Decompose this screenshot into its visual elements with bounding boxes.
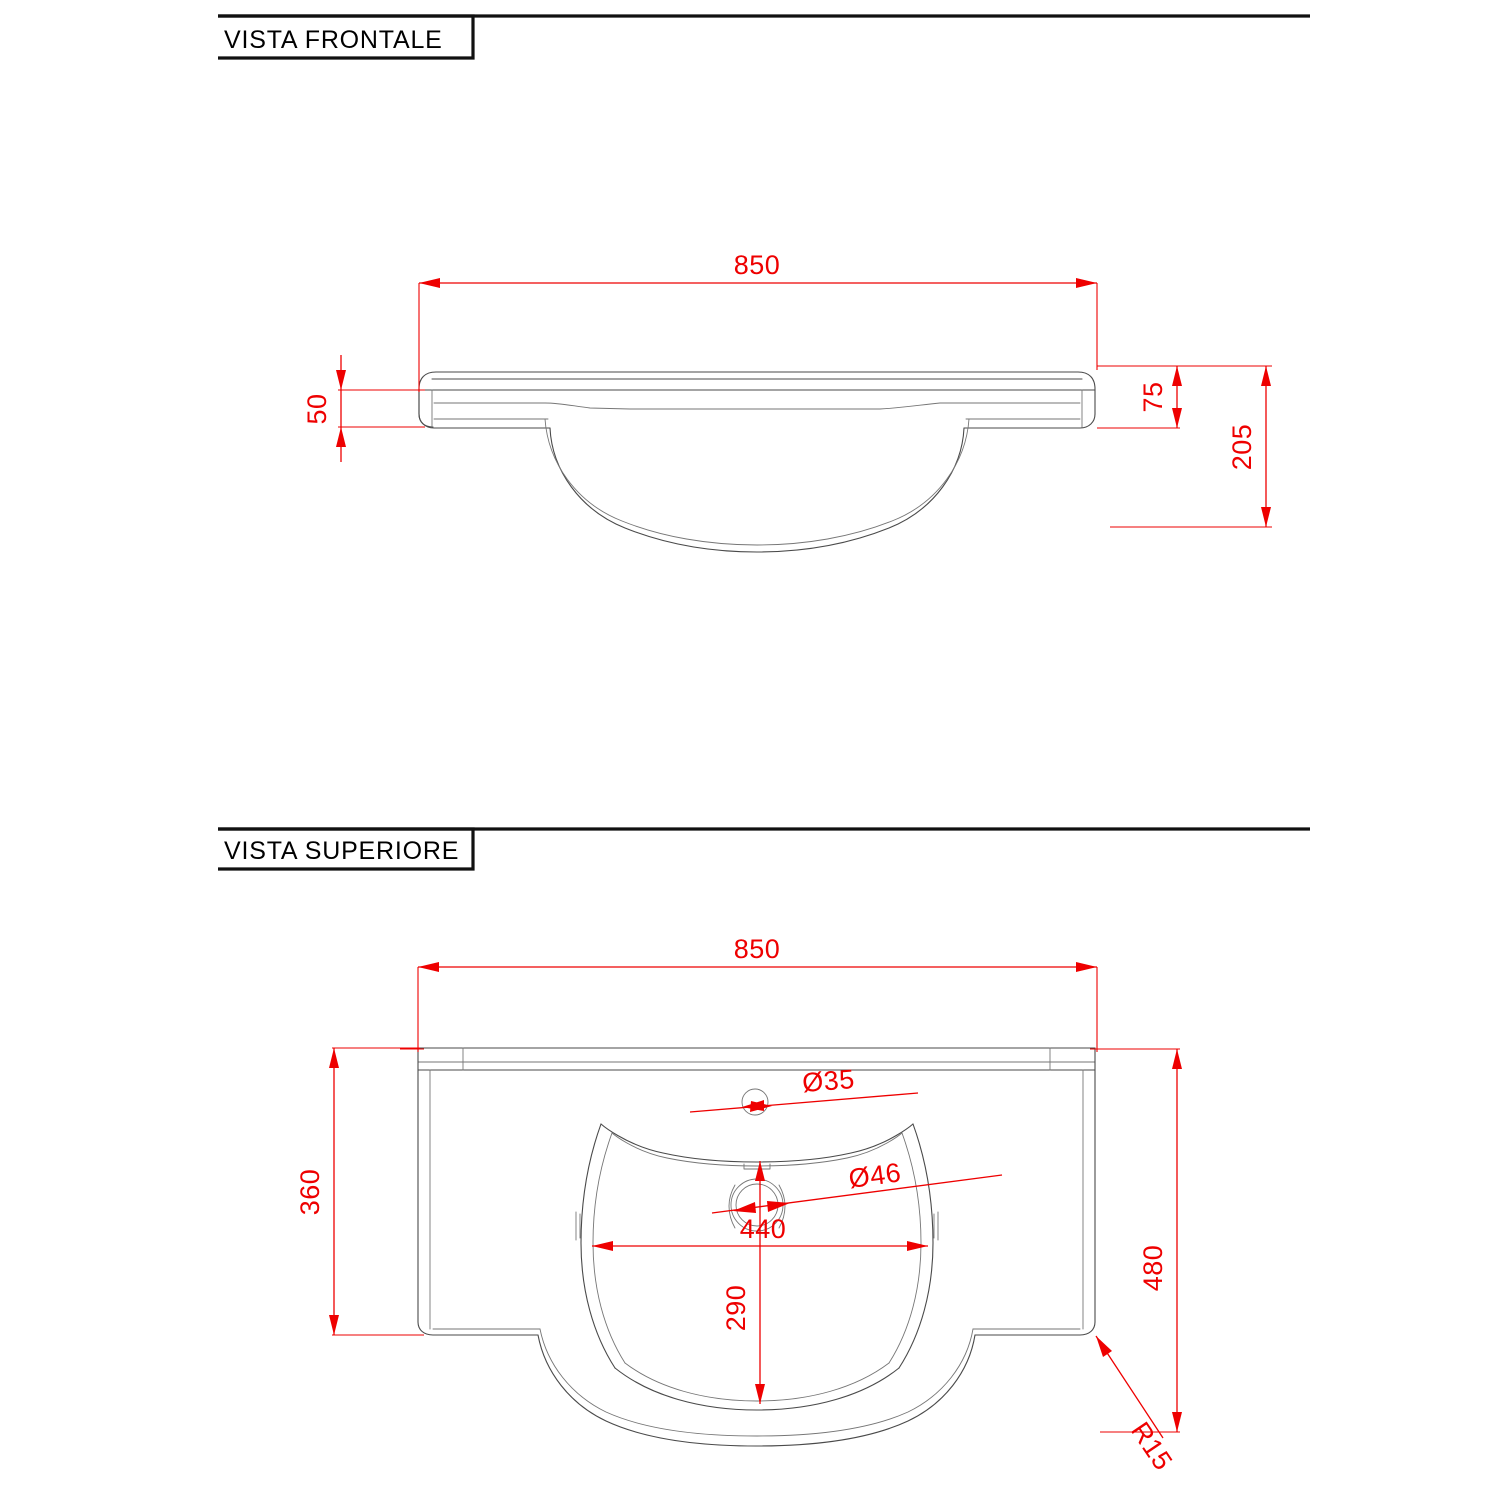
front-detail-line-right-b: [879, 402, 965, 410]
top-view-title: VISTA SUPERIORE: [224, 835, 469, 867]
bowl-rim-back-outer: [600, 1123, 914, 1163]
dim-480-arrow-bottom: [1172, 1412, 1182, 1432]
bowl-front-arc-outer: [614, 1367, 900, 1411]
drain-hole-detail-right: [778, 1184, 786, 1229]
drain-hole-detail-left: [728, 1184, 736, 1229]
dim-850-front-arrow-right: [1076, 278, 1097, 288]
front-bowl-outer-curve: [549, 427, 965, 553]
dim-r15-text: R15: [1125, 1417, 1178, 1476]
front-view-geometry: [418, 371, 1096, 553]
top-right-edge: [1079, 1047, 1096, 1336]
front-header-box: [218, 14, 475, 60]
dim-50-arrow-top: [336, 370, 346, 390]
front-view-title: VISTA FRONTALE: [224, 24, 469, 56]
dim-850-top-text: 850: [734, 934, 781, 964]
bowl-side-right-inner: [888, 1132, 922, 1364]
dim-850-top-arrow-right: [1076, 962, 1097, 972]
dim-480-text: 480: [1138, 1245, 1168, 1292]
dim-360-arrow-bottom: [329, 1315, 339, 1335]
tap-hole-circle: [741, 1088, 769, 1116]
dim-205-arrow-bottom: [1261, 507, 1271, 527]
overflow-notch-center: [743, 1163, 771, 1170]
dim-r15-arrow: [1096, 1336, 1112, 1357]
front-view-header: [218, 14, 1310, 60]
dim-75-arrow-top: [1172, 366, 1182, 386]
bowl-side-left-outer: [580, 1123, 616, 1369]
dim-50-text: 50: [302, 393, 332, 424]
dim-480-arrow-top: [1172, 1049, 1182, 1069]
dim-290-arrow-bottom: [755, 1384, 765, 1404]
dim-205-arrow-top: [1261, 366, 1271, 386]
dim-d46-arrow-left: [733, 1202, 756, 1213]
front-top-left-round: [418, 371, 437, 398]
dim-d35-leader-line: [689, 1092, 919, 1113]
top-view-header: [218, 827, 1310, 871]
dim-440-text: 440: [740, 1214, 787, 1244]
dim-75-arrow-bottom: [1172, 408, 1182, 428]
dim-290-text: 290: [721, 1285, 751, 1332]
bowl-rim-back-inner: [611, 1132, 903, 1167]
front-view-title-text: VISTA FRONTALE: [224, 25, 443, 54]
top-front-bulge-inner: [539, 1328, 974, 1437]
dim-360-arrow-top: [329, 1048, 339, 1068]
dim-850-front-text: 850: [734, 250, 781, 280]
top-header-box: [218, 827, 475, 871]
dim-850-top-arrow-left: [418, 962, 439, 972]
dim-d46-text: Ø46: [847, 1157, 903, 1194]
top-view-title-text: VISTA SUPERIORE: [224, 836, 460, 865]
front-detail-line-left-b: [544, 402, 631, 410]
top-front-bulge-outer: [537, 1334, 976, 1447]
dim-440-arrow-left: [592, 1241, 613, 1251]
front-left-bottom-round: [418, 413, 551, 429]
bowl-front-arc-inner: [624, 1362, 890, 1402]
dim-440-arrow-right: [907, 1241, 928, 1251]
top-view-dimensions: 850 360 480 440 29: [295, 934, 1182, 1476]
bowl-side-left-inner: [592, 1132, 626, 1364]
dim-d35-arrow-right: [750, 1101, 772, 1112]
dim-d35-text: Ø35: [801, 1064, 856, 1098]
bowl-side-right-outer: [898, 1123, 934, 1369]
dim-850-front-arrow-left: [419, 278, 440, 288]
dim-d46-leader-line: [711, 1174, 1003, 1214]
front-top-right-round: [1077, 371, 1096, 398]
dim-290-arrow-top: [755, 1161, 765, 1181]
dim-50-arrow-bottom: [336, 427, 346, 447]
dim-205-text: 205: [1227, 424, 1257, 471]
top-left-edge: [417, 1047, 434, 1336]
dim-360-text: 360: [295, 1169, 325, 1216]
front-view-dimensions: 850 50 75 205: [302, 250, 1272, 528]
front-right-bottom-round: [963, 413, 1096, 429]
dim-d46-arrow-right: [767, 1201, 790, 1212]
dim-75-text: 75: [1138, 381, 1168, 412]
front-bowl-inner-curve: [544, 418, 970, 546]
